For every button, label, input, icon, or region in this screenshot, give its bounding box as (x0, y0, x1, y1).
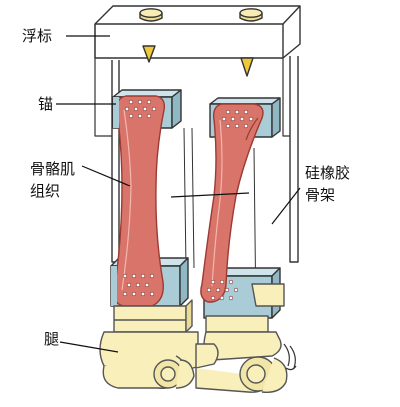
float-knob-left (139, 8, 163, 22)
leg-right (195, 283, 288, 393)
muscle-tissue-left (113, 95, 166, 307)
anchor-dots (122, 99, 254, 301)
label-float: 浮标 (22, 27, 53, 45)
label-anchor: 锚 (38, 95, 54, 113)
label-muscle-line1: 骨骼肌 (30, 160, 76, 178)
float-knob-right (239, 8, 263, 22)
label-muscle-line2: 组织 (30, 182, 61, 200)
leg-left (99, 299, 204, 389)
leader-lines (56, 35, 301, 353)
spike-right (240, 57, 254, 77)
spike-left (142, 45, 156, 63)
label-skeleton-line2: 骨架 (305, 186, 336, 204)
muscle-tissue-right (200, 103, 264, 303)
label-skeleton-line1: 硅橡胶 (305, 164, 351, 182)
motion-marks (283, 343, 297, 371)
label-leg: 腿 (44, 330, 60, 348)
